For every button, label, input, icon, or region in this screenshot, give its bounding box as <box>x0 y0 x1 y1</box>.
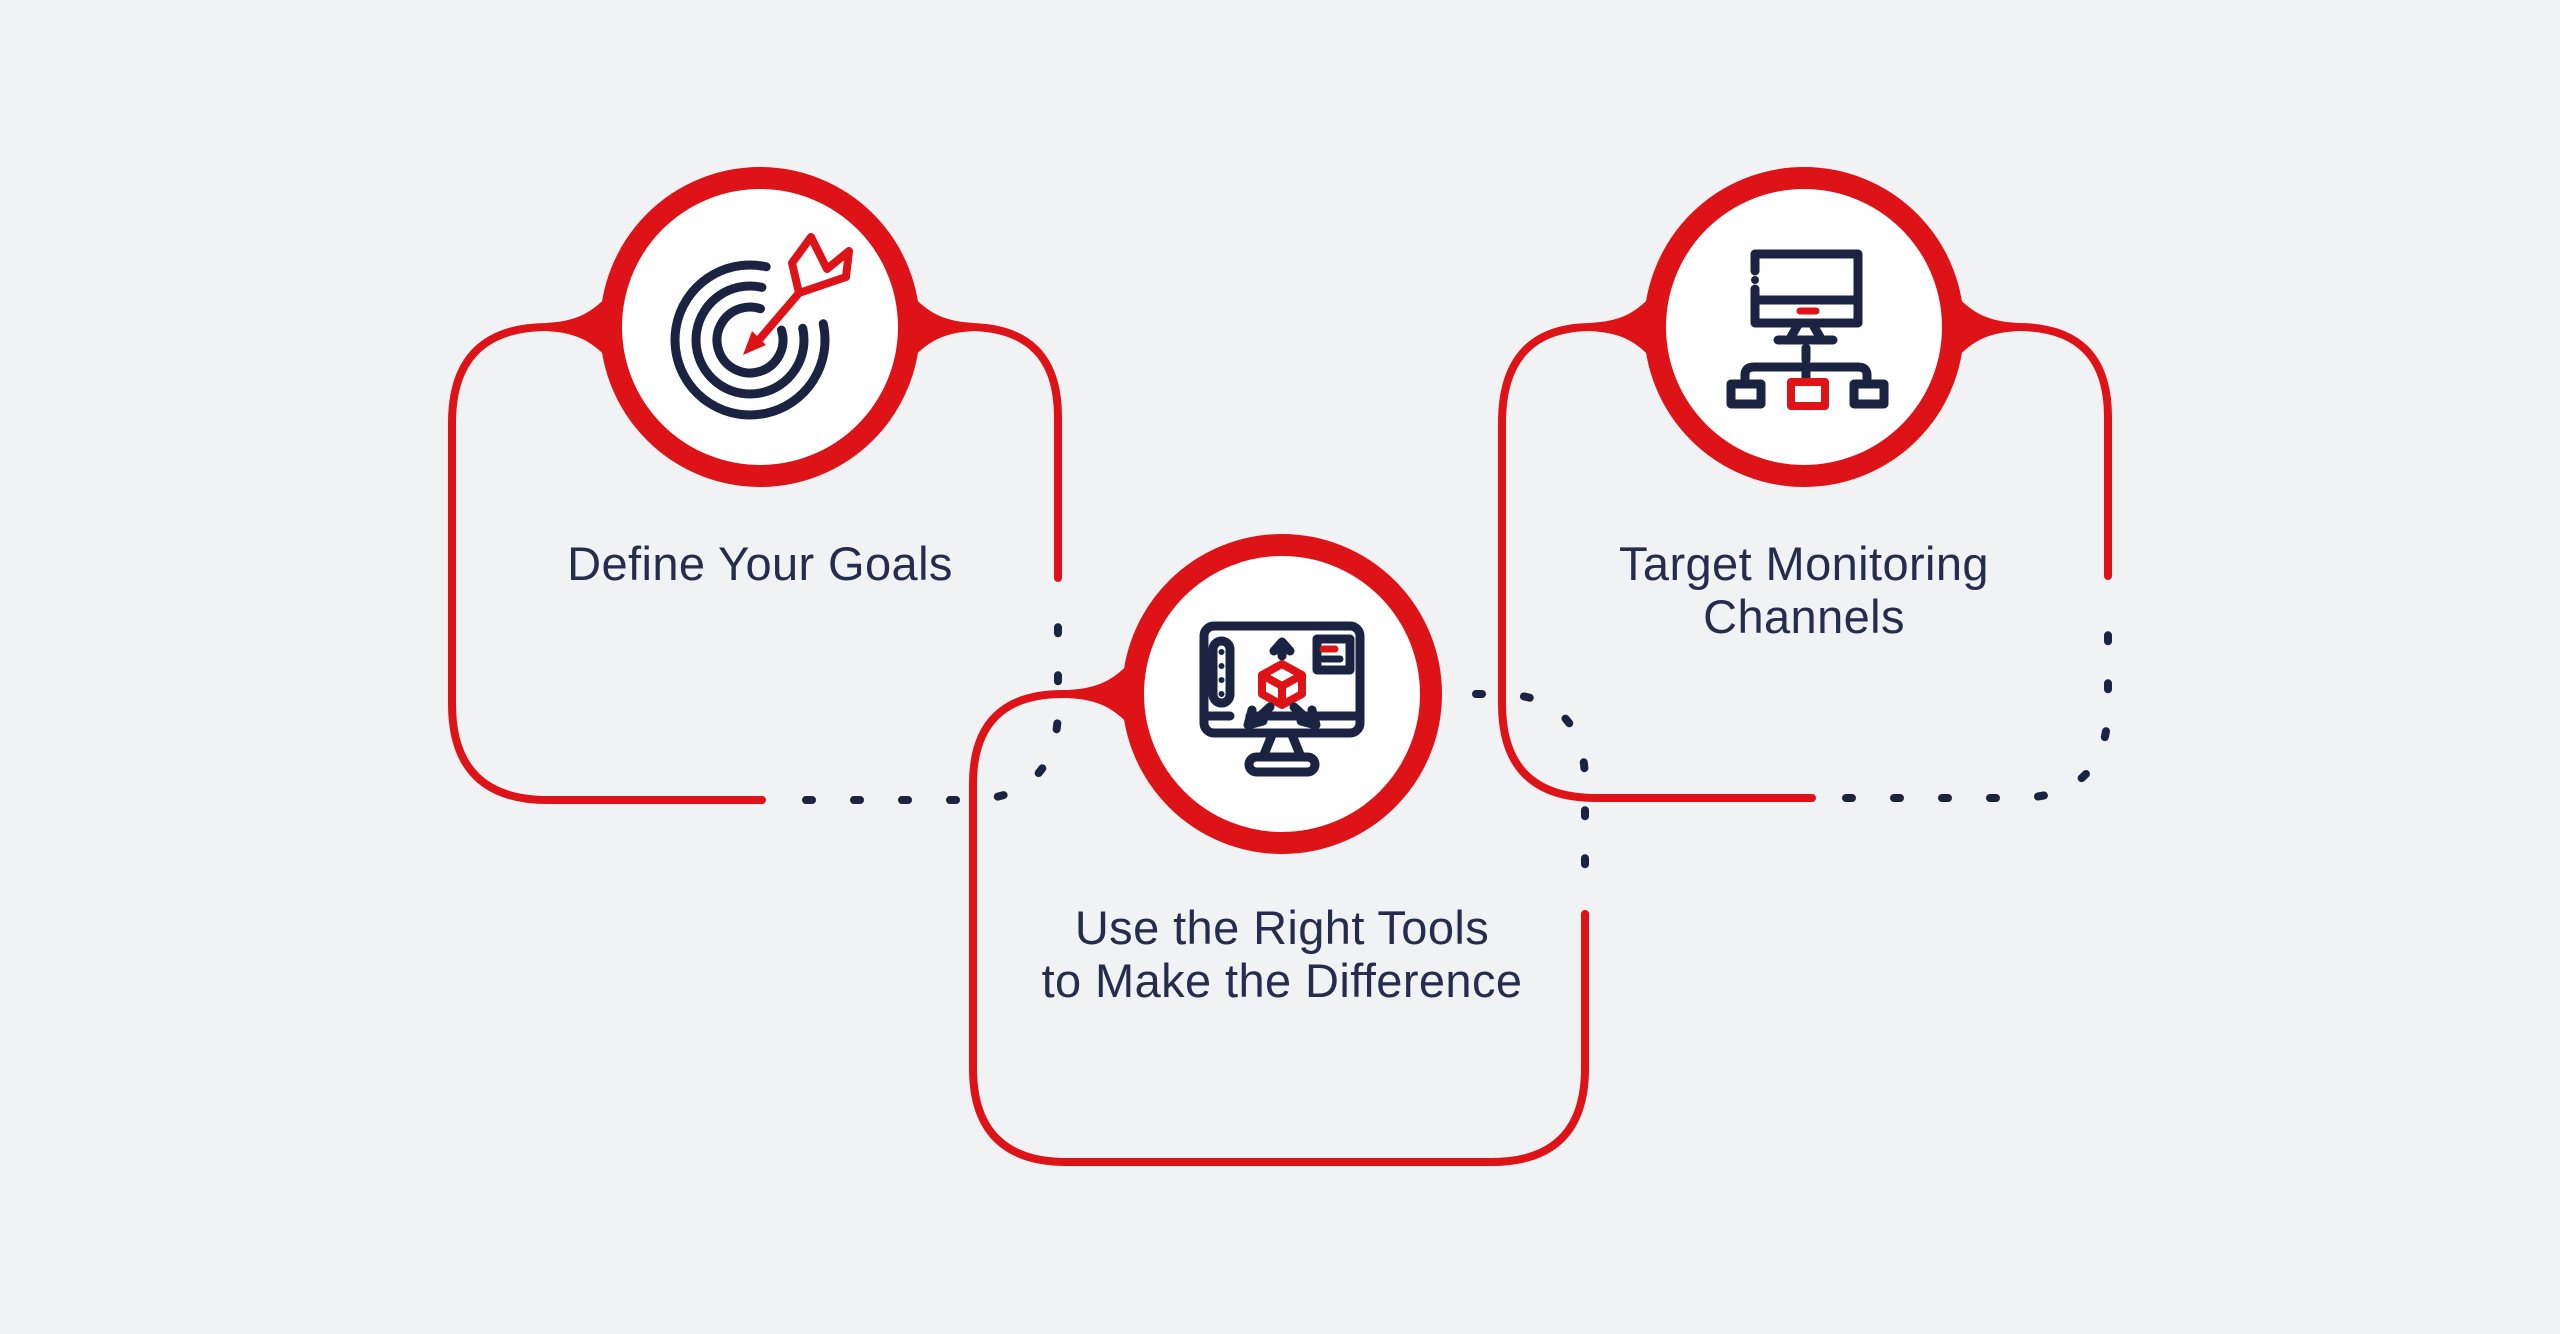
monitor-3d-cube-icon <box>1199 621 1365 777</box>
step2-label-line2: to Make the Difference <box>1041 954 1523 1007</box>
step2-loop <box>969 690 1589 1166</box>
dotted-connector-3-out <box>1842 600 2112 802</box>
step3-label: Target Monitoring Channels <box>1454 537 2154 643</box>
step3-loop <box>1498 323 2112 802</box>
connector-fillets <box>546 291 2018 730</box>
step2-label: Use the Right Tools to Make the Differen… <box>932 901 1632 1007</box>
step1-label: Define Your Goals <box>410 537 1110 590</box>
dartboard-dart-icon <box>670 233 853 420</box>
step1-circle <box>600 167 920 487</box>
step2-label-line1: Use the Right Tools <box>1074 901 1490 954</box>
dotted-connector-2-to-3 <box>1472 690 1589 882</box>
step3-label-line1: Target Monitoring <box>1619 537 1989 590</box>
step1-loop <box>448 323 1062 804</box>
monitor-sitemap-icon <box>1726 249 1889 410</box>
step1-label-line1: Define Your Goals <box>567 537 953 590</box>
step3-label-line2: Channels <box>1703 590 1905 643</box>
